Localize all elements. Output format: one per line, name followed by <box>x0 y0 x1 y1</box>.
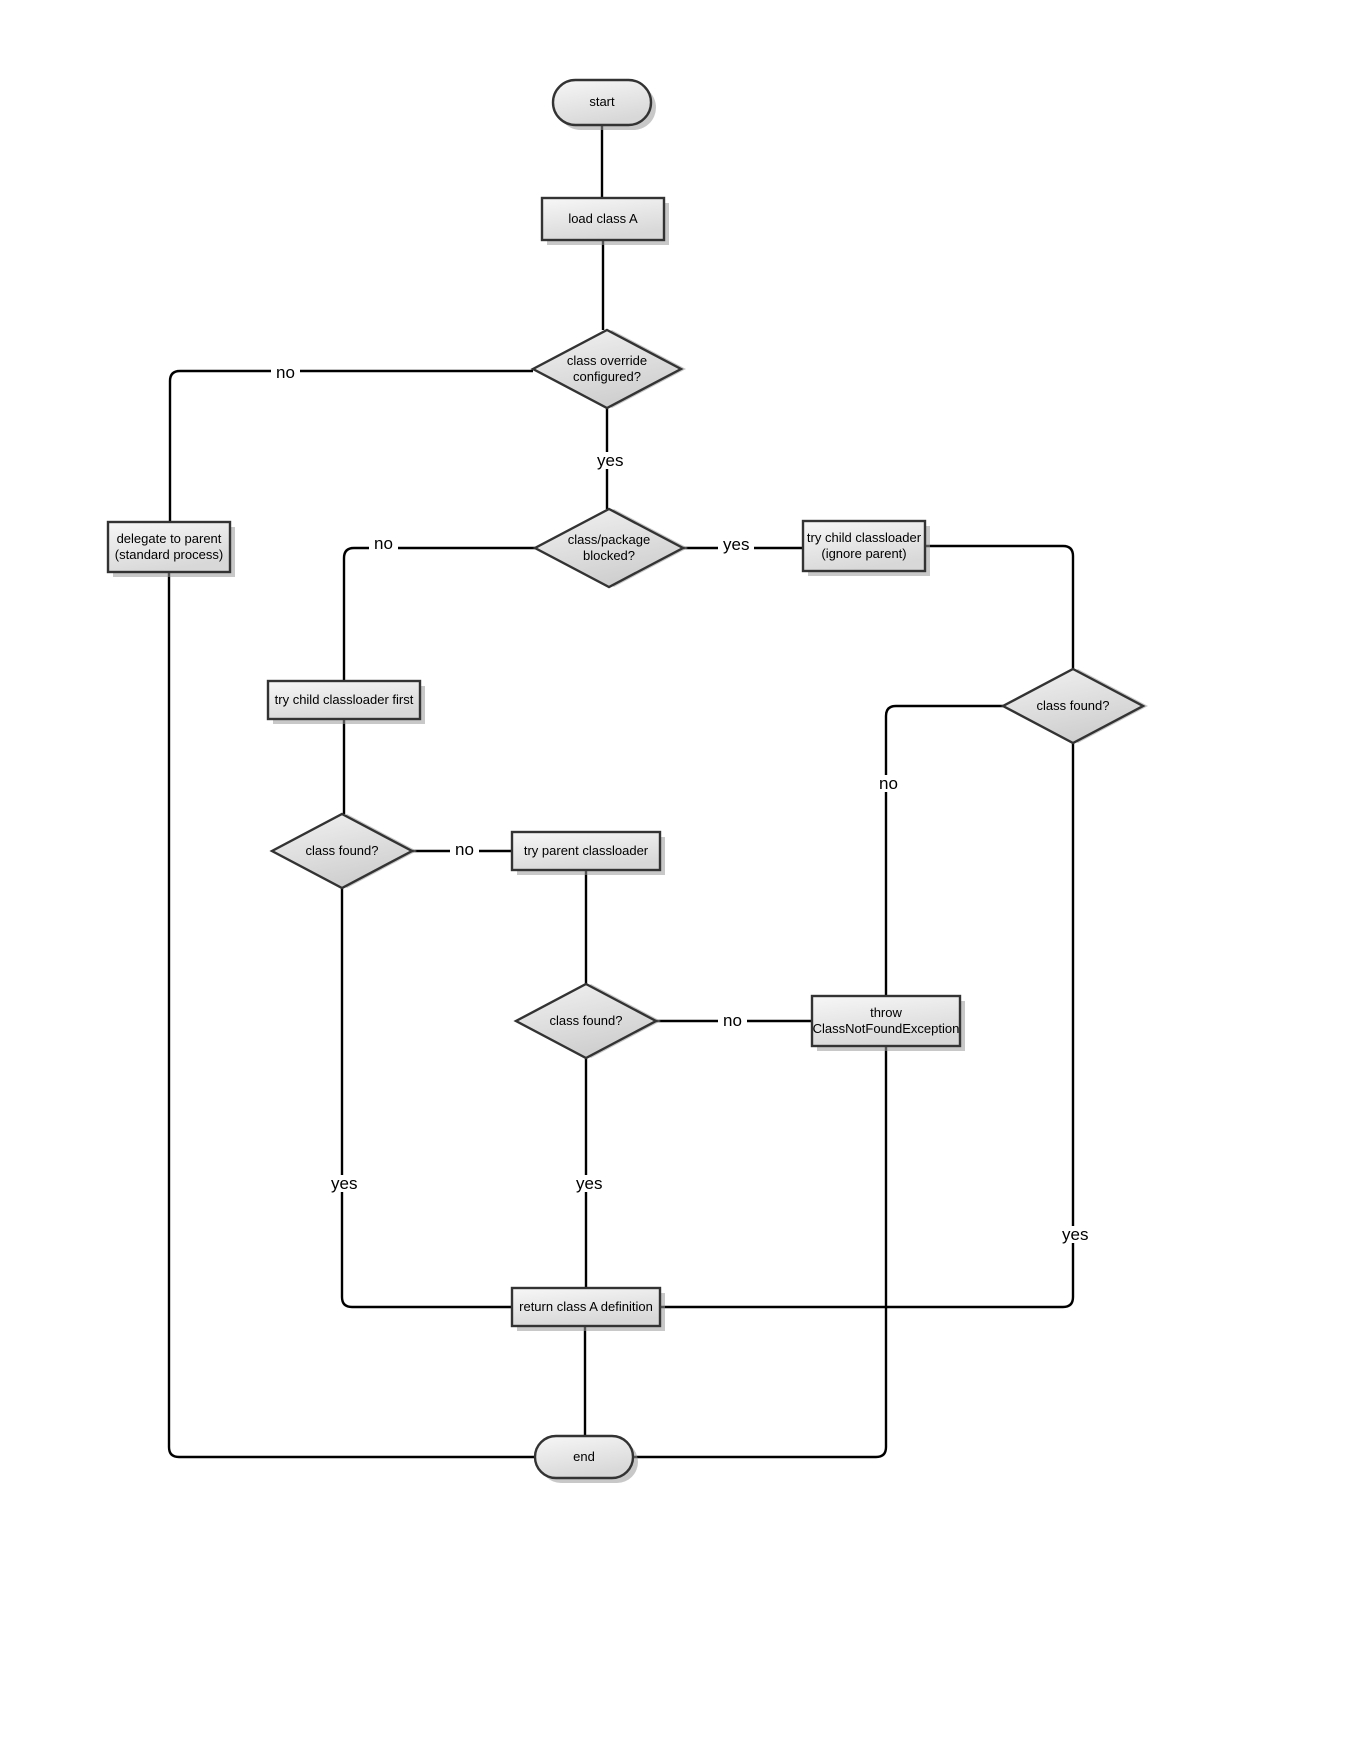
edge-label-yes-found-right: yes <box>1057 1226 1094 1243</box>
edge-trychildignore-to-found <box>925 544 1075 669</box>
node-return-class-a-definition[interactable] <box>510 1286 665 1331</box>
node-class-package-blocked[interactable] <box>532 507 688 589</box>
node-shapes <box>106 78 1148 1483</box>
node-class-found-mid[interactable] <box>513 982 661 1060</box>
edge-foundright-yes <box>660 743 1075 1309</box>
node-load-class-a[interactable] <box>540 196 669 245</box>
node-throw-class-not-found-exception[interactable] <box>810 994 965 1051</box>
node-class-found-right[interactable] <box>1000 667 1148 745</box>
edge-label-no-found-right: no <box>874 775 903 792</box>
node-class-found-left[interactable] <box>269 812 417 890</box>
edge-label-no-found-mid: no <box>718 1012 747 1029</box>
edge-label-no-blocked: no <box>369 535 398 552</box>
edge-label-yes-found-left: yes <box>326 1175 363 1192</box>
edge-override-no <box>168 369 533 522</box>
node-try-child-ignore-parent[interactable] <box>801 519 930 576</box>
node-start[interactable] <box>551 78 656 130</box>
edge-label-no-found-left: no <box>450 841 479 858</box>
edge-label-yes-override: yes <box>592 452 629 469</box>
node-try-parent-classloader[interactable] <box>510 830 665 875</box>
edge-foundright-no <box>633 704 1003 1459</box>
node-delegate-to-parent[interactable] <box>106 520 235 577</box>
edge-foundleft-yes <box>340 888 512 1309</box>
edge-label-no-override: no <box>271 364 300 381</box>
edge-label-yes-blocked: yes <box>718 536 755 553</box>
connectors <box>167 125 1075 1459</box>
node-end[interactable] <box>533 1434 638 1483</box>
edge-blocked-no <box>342 546 535 681</box>
node-class-override-configured[interactable] <box>530 328 686 410</box>
edge-delegate-to-end <box>167 572 535 1459</box>
node-try-child-classloader-first[interactable] <box>266 679 425 724</box>
edge-label-yes-found-mid: yes <box>571 1175 608 1192</box>
